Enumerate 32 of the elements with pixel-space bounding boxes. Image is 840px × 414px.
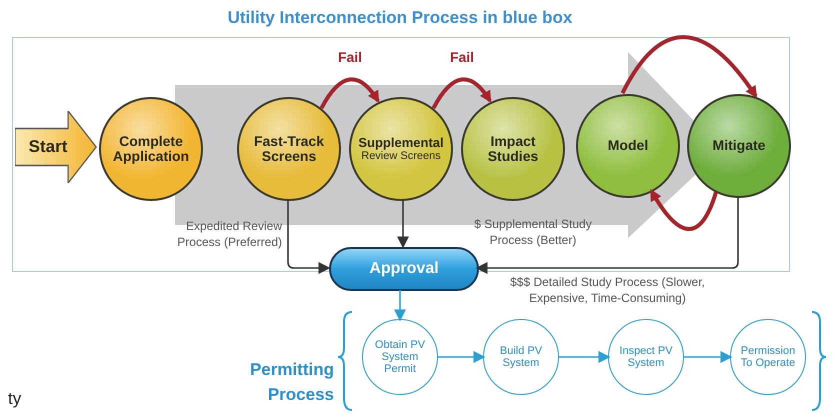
node-label: Mitigate xyxy=(712,138,766,154)
node-label: Permission To Operate xyxy=(740,344,796,370)
node-label: Review Screens xyxy=(361,150,441,162)
diagram-title: Utility Interconnection Process in blue box xyxy=(226,8,574,28)
node-label: Supplemental xyxy=(358,136,444,150)
edge-label: Expedited Review Process (Preferred) xyxy=(176,218,282,250)
arrow xyxy=(684,351,732,363)
arrow xyxy=(620,35,758,98)
node-label: Inspect PV System xyxy=(618,344,674,370)
text-fragment: ty xyxy=(8,388,22,410)
node-label: Build PV System xyxy=(498,344,544,370)
approval-pill xyxy=(329,247,479,291)
arrow xyxy=(287,200,330,274)
node-label: Fast-Track Screens xyxy=(252,134,326,164)
arrow xyxy=(394,290,406,322)
arrow xyxy=(438,351,486,363)
node-label: Obtain PV System Permit xyxy=(374,338,426,376)
arrow xyxy=(559,351,610,363)
node-label: Complete Application xyxy=(112,134,190,164)
start-arrow xyxy=(15,111,97,183)
edge-label: Fail xyxy=(448,48,476,67)
group-label: Permitting Process xyxy=(248,359,334,406)
edge-label: Fail xyxy=(336,48,364,67)
arrow xyxy=(650,188,718,231)
arrow xyxy=(397,200,409,248)
node-label: Start xyxy=(28,138,68,156)
node-label: Approval xyxy=(369,260,439,278)
node-label: Model xyxy=(608,138,648,154)
node-label: Impact Studies xyxy=(486,134,540,164)
arrow xyxy=(476,197,739,274)
note-text: $ Supplemental Study Process (Better) xyxy=(473,216,593,248)
edge-label: $$$ Detailed Study Process (Slower, Expensive, Time-Consuming) xyxy=(509,274,706,306)
